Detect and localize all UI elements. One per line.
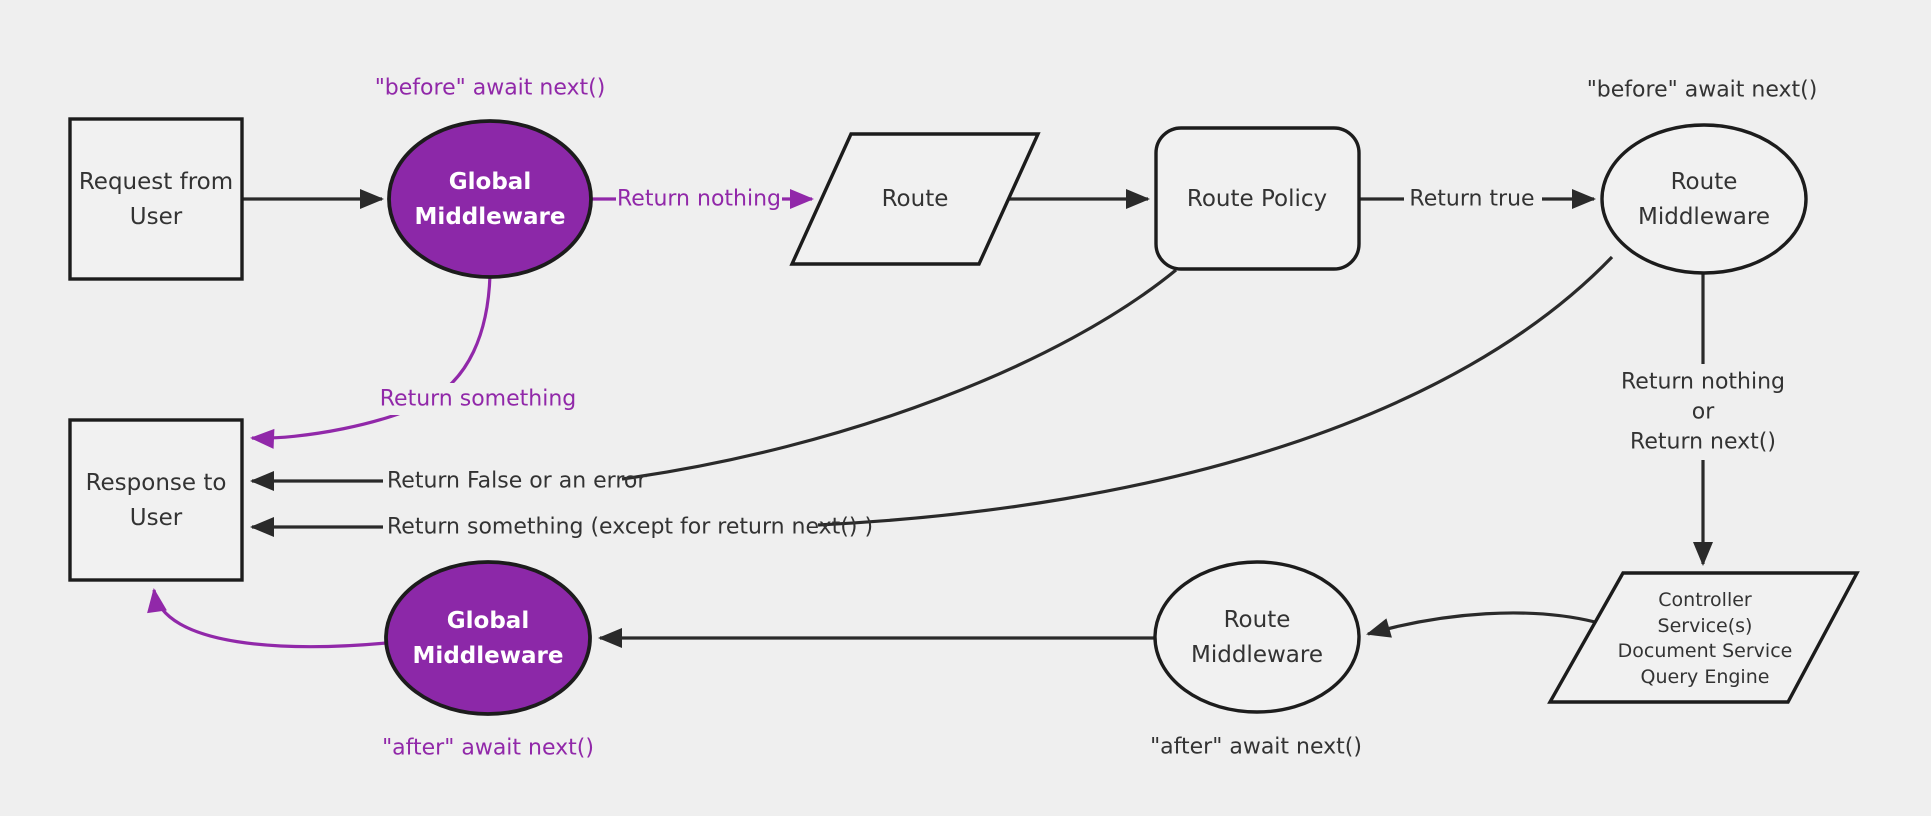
- controller-line4: Query Engine: [1641, 666, 1770, 688]
- node-route-middleware-bottom: Route Middleware: [1153, 560, 1361, 714]
- global-middleware-bottom-ellipse: [384, 560, 592, 716]
- route-policy-label: Route Policy: [1187, 186, 1327, 212]
- edge-route-middleware-to-response-curve: [817, 255, 1614, 527]
- edge-global-middleware-bottom-to-response: [147, 588, 387, 649]
- node-route: Route: [789, 132, 1041, 266]
- node-route-middleware-top: Route Middleware: [1600, 123, 1808, 275]
- response-label-line1: Response to: [86, 470, 227, 496]
- global-middleware-top-line1: Global: [449, 169, 531, 195]
- edge-label-return-something-except: Return something (except for return next…: [387, 515, 873, 540]
- node-global-middleware-bottom: Global Middleware: [384, 560, 592, 716]
- controller-line2: Service(s): [1658, 615, 1753, 637]
- route-label: Route: [882, 186, 949, 212]
- controller-line3: Document Service: [1618, 640, 1793, 662]
- global-middleware-bottom-line2: Middleware: [413, 643, 564, 669]
- annotation-before-await-global: "before" await next(): [375, 76, 606, 101]
- label-bg-return-nothing-or: [1614, 364, 1792, 460]
- label-bg-return-something: [380, 383, 576, 415]
- global-middleware-top-ellipse: [387, 119, 593, 279]
- annotation-after-await-global: "after" await next(): [382, 736, 594, 761]
- route-middleware-bottom-line2: Middleware: [1191, 642, 1323, 668]
- node-response-to-user: Response to User: [68, 418, 244, 582]
- route-middleware-top-line1: Route: [1671, 169, 1738, 195]
- route-parallelogram: [789, 132, 1041, 266]
- edge-label-return-false: Return False or an error: [387, 469, 647, 494]
- route-middleware-bottom-line1: Route: [1224, 607, 1291, 633]
- controller-line1: Controller: [1658, 589, 1752, 611]
- edge-label-return-true: Return true: [1409, 187, 1534, 212]
- route-middleware-top-ellipse: [1600, 123, 1808, 275]
- edge-controller-to-route-middleware-bottom: [1366, 611, 1596, 638]
- node-controller-services: Controller Service(s) Document Service Q…: [1547, 571, 1860, 704]
- edge-route-policy-to-response-curve: [621, 268, 1178, 481]
- label-bg-return-nothing: [616, 183, 782, 215]
- request-rectangle: [68, 117, 244, 281]
- edge-label-return-nothing-or-line3: Return next(): [1630, 430, 1776, 455]
- label-bg-return-true: [1404, 183, 1542, 215]
- annotation-after-await-route: "after" await next(): [1150, 735, 1362, 760]
- node-request-from-user: Request from User: [68, 117, 244, 281]
- request-label-line2: User: [130, 204, 183, 230]
- route-middleware-bottom-ellipse: [1153, 560, 1361, 714]
- response-label-line2: User: [130, 505, 183, 531]
- route-middleware-top-line2: Middleware: [1638, 204, 1770, 230]
- global-middleware-bottom-line1: Global: [447, 608, 529, 634]
- edge-label-return-nothing-or-line1: Return nothing: [1621, 370, 1785, 395]
- edge-label-return-something: Return something: [380, 387, 576, 412]
- annotation-before-await-route: "before" await next(): [1587, 78, 1818, 103]
- route-policy-rounded-rectangle: [1154, 126, 1361, 271]
- request-label-line1: Request from: [79, 169, 233, 195]
- edge-label-return-nothing-or-line2: or: [1692, 400, 1715, 425]
- controller-parallelogram: [1547, 571, 1860, 704]
- edge-label-return-nothing: Return nothing: [617, 187, 781, 212]
- global-middleware-top-line2: Middleware: [415, 204, 566, 230]
- node-global-middleware-top: Global Middleware: [387, 119, 593, 279]
- node-route-policy: Route Policy: [1154, 126, 1361, 271]
- response-rectangle: [68, 418, 244, 582]
